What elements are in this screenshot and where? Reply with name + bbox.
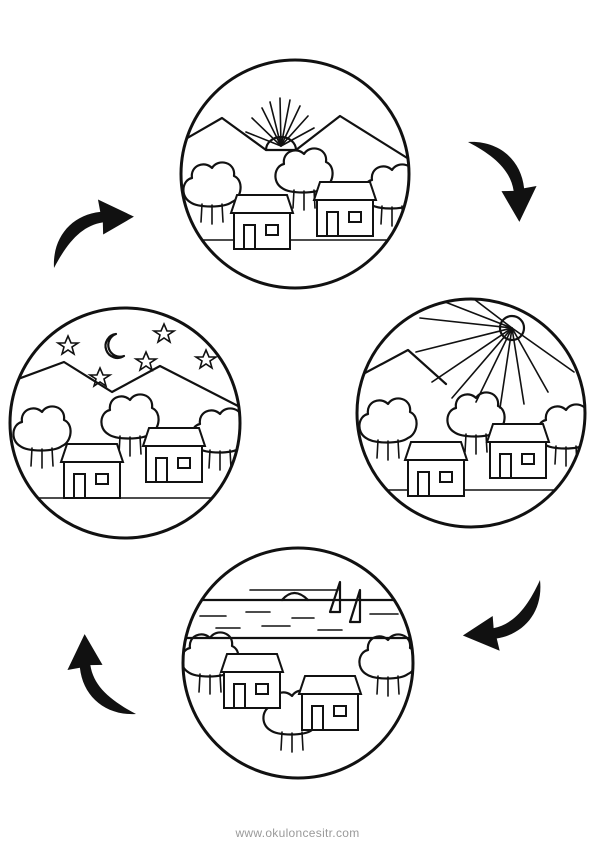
sunrise-icon	[245, 97, 315, 152]
footer-watermark: www.okuloncesitr.com	[235, 826, 360, 840]
arrow-sunrise-to-noon	[457, 140, 542, 224]
scene-sunset	[181, 546, 415, 780]
arrow-sunset-to-night	[62, 632, 147, 716]
sun-icon	[415, 299, 575, 409]
arrow-night-to-sunrise	[52, 194, 136, 279]
scene-night	[8, 306, 242, 540]
scene-noon	[355, 297, 587, 529]
sunset-over-sea-icon	[183, 580, 413, 640]
scene-sunrise	[179, 58, 411, 290]
arrow-noon-to-sunset	[461, 573, 542, 654]
moon-stars-icon	[55, 321, 219, 388]
